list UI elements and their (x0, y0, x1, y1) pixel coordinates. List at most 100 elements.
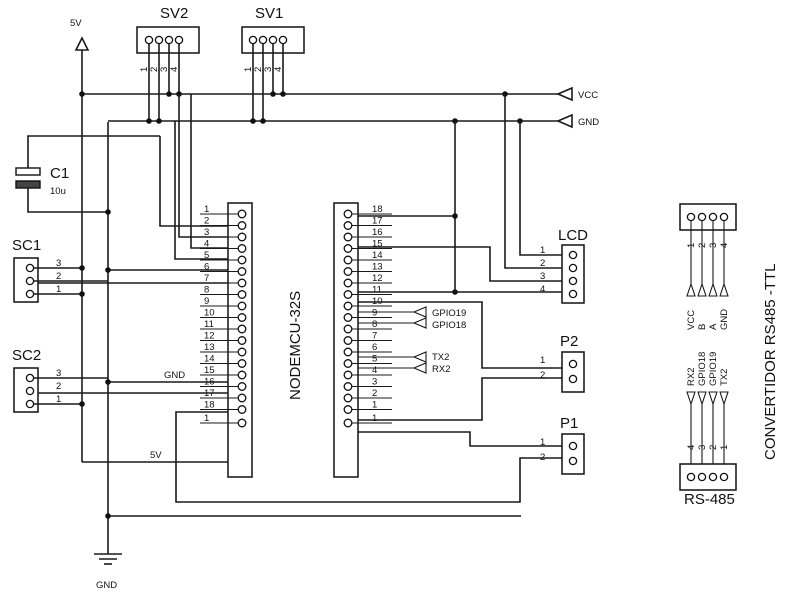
mcu-left-pin (237, 418, 247, 428)
svg-text:2: 2 (56, 271, 61, 282)
svg-text:2: 2 (540, 452, 545, 463)
converter-top-pin: 3 (708, 243, 719, 248)
mcu-left-pin (237, 382, 247, 391)
mcu-right-pin (343, 382, 353, 391)
gpio18-label: GPIO18 (432, 320, 466, 331)
mcu-right-pin (343, 232, 353, 242)
converter-bottom-pin: 2 (708, 445, 719, 450)
vcc-flag-icon (555, 86, 573, 102)
svg-text:3: 3 (56, 258, 61, 269)
converter-bottom-label: GPIO18 (697, 352, 708, 386)
svg-text:4: 4 (540, 284, 545, 295)
mcu-left-pin (237, 405, 247, 414)
mcu-left-pin (237, 359, 247, 368)
svg-text:3: 3 (159, 67, 170, 72)
sc1-label: SC1 (12, 237, 41, 254)
mcu-right-pin (343, 278, 353, 288)
mcu-right-pin (343, 267, 353, 276)
svg-text:3: 3 (540, 271, 545, 282)
p1-label: P1 (560, 415, 578, 432)
converter-top-label: A (708, 323, 719, 330)
lcd-label: LCD (558, 227, 588, 244)
converter-top-arrow-icon (719, 282, 729, 297)
mcu-right-pin-label: 6 (372, 342, 377, 353)
converter-bottom-pin: 4 (686, 445, 697, 450)
sv1-label: SV1 (255, 5, 283, 22)
svg-text:1: 1 (540, 245, 545, 256)
mcu-right-pin-label: 1 (372, 413, 377, 424)
lcd-connector: LCD 1 2 3 4 (358, 94, 588, 304)
converter-bottom-arrow-icon (697, 391, 707, 406)
p2-connector: P2 1 2 (540, 333, 585, 393)
converter-bottom-arrow-icon (719, 391, 729, 406)
mcu-left-pin-label: 5 (204, 250, 209, 261)
vcc-rail: VCC (82, 86, 598, 102)
5v-supply: 5V (70, 18, 90, 462)
converter-bottom-arrow-icon (708, 391, 718, 406)
rail-junctions (79, 91, 523, 124)
mcu-right-pin-label: 14 (372, 250, 383, 261)
mcu-right-pin (343, 359, 353, 368)
mcu-left-pin (237, 267, 247, 276)
sc2-connector: SC2 3 2 1 (12, 347, 108, 413)
gpio19-label: GPIO19 (432, 308, 466, 319)
mcu-right-pin-label: 16 (372, 227, 383, 238)
mcu-left-pin (237, 301, 247, 311)
converter-top-pin: 2 (697, 243, 708, 248)
converter-top-arrow-icon (697, 282, 707, 297)
mcu-right-pin (343, 313, 353, 322)
mcu-left-pin (237, 347, 247, 357)
mcu-left-pin (237, 244, 247, 253)
converter-top-arrow-icon (686, 282, 696, 297)
svg-text:4: 4 (273, 67, 284, 72)
converter-bottom-pin: 1 (719, 445, 730, 450)
svg-text:2: 2 (540, 258, 545, 269)
mcu-left-pin (237, 370, 247, 380)
svg-text:4: 4 (169, 67, 180, 72)
rx2-label: RX2 (432, 364, 450, 375)
mcu-right-pin-label: 3 (372, 377, 377, 388)
svg-text:2: 2 (56, 381, 61, 392)
converter-bottom-pin: 3 (697, 445, 708, 450)
mcu-right-pin (343, 244, 353, 253)
mcu-left-pin-label: 11 (204, 319, 214, 330)
gnd-label: GND (578, 117, 599, 128)
svg-text:1: 1 (540, 437, 545, 448)
p2-label: P2 (560, 333, 578, 350)
mcu-left-pin (237, 255, 247, 265)
svg-text:1: 1 (56, 284, 61, 295)
converter-bottom-label: TX2 (719, 369, 730, 386)
mcu-left-wiring: GND 5V (38, 94, 562, 519)
mcu-left-pin (237, 313, 247, 322)
capacitor-c1: C1 10u (15, 135, 160, 215)
mcu-left-pin-label: 7 (204, 273, 209, 284)
capacitor-value: 10u (50, 186, 66, 197)
sv2-connector: SV2 1 2 3 4 (136, 5, 200, 121)
mcu-right-pin (343, 393, 353, 403)
sc1-connector: SC1 3 2 1 (12, 237, 108, 303)
svg-text:1: 1 (243, 67, 254, 72)
inline-gnd-label: GND (164, 370, 185, 381)
mcu-left-pin-label: 3 (204, 227, 209, 238)
svg-text:3: 3 (56, 368, 61, 379)
inline-5v-label: 5V (150, 450, 162, 461)
mcu-right-pin-label: 2 (372, 388, 377, 399)
mcu-right-pin-label: 5 (372, 354, 377, 365)
mcu-right-pin (343, 324, 353, 334)
svg-text:2: 2 (253, 67, 264, 72)
mcu-right-pin (343, 418, 353, 428)
converter-top-label: VCC (686, 310, 697, 330)
mcu-right-pin (343, 255, 353, 265)
mcu-name: NODEMCU-32S (287, 291, 304, 400)
mcu-left-pin (237, 278, 247, 288)
mcu-left-pin-label: 15 (204, 365, 215, 376)
converter-top-label: GND (719, 309, 730, 330)
mcu-right-pin-label: 18 (372, 204, 383, 215)
rs485-module-label: RS-485 (684, 491, 735, 508)
mcu-right-pin (343, 290, 353, 299)
mcu-left-pin (237, 336, 247, 345)
sv1-connector: SV1 1 2 3 4 (241, 5, 305, 121)
svg-text:2: 2 (540, 370, 545, 381)
capacitor-name: C1 (50, 165, 69, 182)
